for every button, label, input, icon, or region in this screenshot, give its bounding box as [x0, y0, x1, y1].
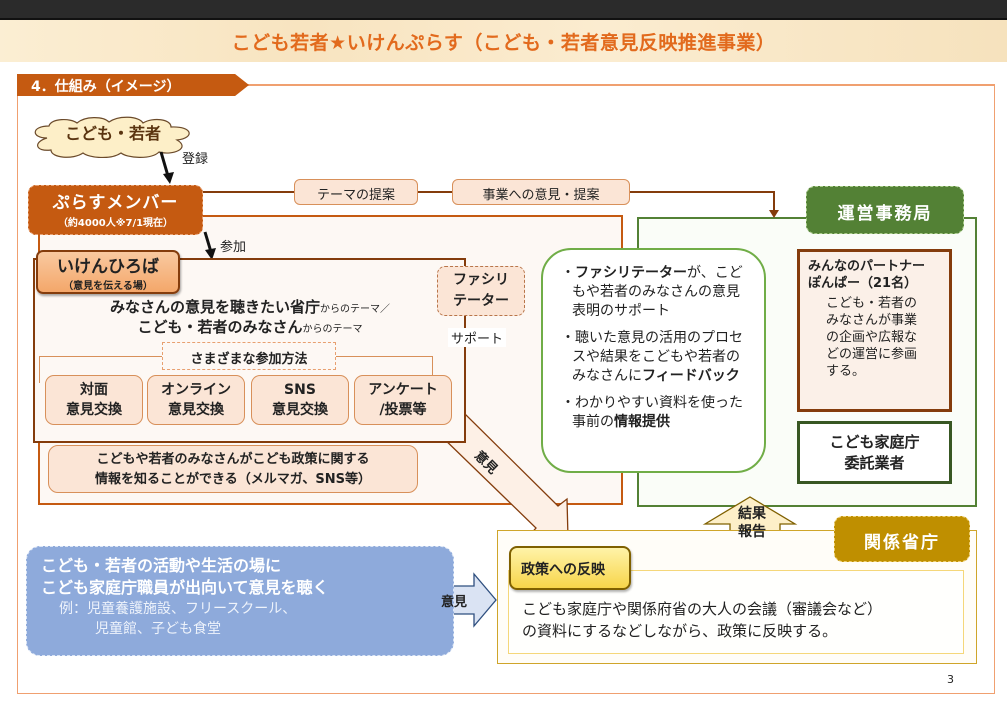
facil-desc-item-1: ・ファシリテーターが、こどもや若者のみなさんの意見表明のサポート: [561, 264, 752, 321]
bullet: ・: [561, 395, 575, 411]
desc-bold: フィードバック: [642, 368, 740, 384]
policy-desc-line1: こども家庭庁や関係府省の大人の会議（審議会など）: [522, 600, 883, 618]
join-label: 参加: [220, 240, 247, 255]
cloud-shape: [27, 116, 197, 158]
policy-desc-line2: の資料にするなどしながら、政策に反映する。: [522, 622, 838, 640]
desc-text: が、こどもや若者のみなさんの意見表明のサポート: [572, 265, 743, 319]
title-band: [0, 20, 1007, 62]
partner-body-line: こども・若者の: [826, 296, 918, 311]
outreach-line1: こども・若者の活動や生活の場に: [41, 556, 282, 575]
theme-line-2-small: からのテーマ: [302, 324, 363, 335]
partner-box: みんなのパートナー ぽんぱー（21名） こども・若者の みなさんが事業 の企画や…: [797, 249, 952, 412]
theme-line-1: みなさんの意見を聴きたい省庁からのテーマ／: [60, 296, 440, 317]
theme-line-2: こども・若者のみなさんからのテーマ: [60, 316, 440, 337]
method-line2: /投票等: [379, 402, 427, 418]
register-label: 登録: [182, 152, 209, 167]
method-line2: 意見交換: [168, 402, 224, 418]
page-title: こども若者★いけんぷらす（こども・若者意見反映推進事業）: [231, 32, 776, 54]
method-line2: 意見交換: [272, 402, 328, 418]
partner-body: こども・若者の みなさんが事業 の企画や広報な どの運営に参画 する。: [808, 295, 945, 380]
hiroba-subtitle: （意見を伝える場）: [63, 281, 153, 292]
info-line2: 情報を知ることができる（メルマガ、SNS等）: [94, 472, 372, 487]
info-box: こどもや若者のみなさんがこども政策に関する 情報を知ることができる（メルマガ、S…: [48, 445, 418, 493]
result-report-line2: 報告: [738, 524, 766, 540]
outreach-example-1: 例：児童養護施設、フリースクール、: [59, 601, 297, 617]
outreach-line2: こども家庭庁職員が出向いて意見を聴く: [41, 578, 329, 597]
method-line2: 意見交換: [66, 402, 122, 418]
result-report-line1: 結果: [738, 506, 766, 522]
facilitator-description: ・ファシリテーターが、こどもや若者のみなさんの意見表明のサポート ・聴いた意見の…: [541, 248, 766, 473]
outreach-arrow-label: 意見: [441, 595, 468, 610]
contractor-line2: 委託業者: [844, 454, 905, 472]
page-number: 3: [947, 673, 954, 686]
top-dark-bar: [0, 0, 1007, 20]
policy-reflection-badge: 政策への反映: [509, 546, 631, 590]
partner-title-1: みんなのパートナー: [808, 259, 926, 274]
theme-line-2-main: こども・若者のみなさん: [137, 318, 303, 336]
bullet: ・: [561, 265, 575, 281]
cloud-label: こども・若者: [64, 124, 161, 143]
ministries-badge: 関係省庁: [834, 516, 970, 562]
methods-title: さまざまな参加方法: [162, 342, 336, 370]
facilitator-line2: テーター: [453, 293, 509, 309]
plus-member-box: ぷらすメンバー （約4000人※7/1現在）: [28, 185, 203, 235]
contractor-box: こども家庭庁 委託業者: [797, 421, 952, 484]
connector-line-down: [773, 191, 775, 213]
method-survey: アンケート /投票等: [354, 375, 452, 425]
info-line1: こどもや若者のみなさんがこども政策に関する: [96, 452, 370, 467]
support-label: サポート: [448, 328, 507, 347]
method-line1: アンケート: [368, 382, 438, 398]
hiroba-badge: いけんひろば （意見を伝える場）: [36, 250, 180, 294]
policy-description: こども家庭庁や関係府省の大人の会議（審議会など） の資料にするなどしながら、政策…: [522, 598, 962, 642]
desc-text: わかりやすい資料を使った事前の: [572, 395, 743, 430]
result-report-label: 結果 報告: [738, 505, 766, 541]
theme-proposal-pill: テーマの提案: [294, 179, 418, 205]
method-online: オンライン 意見交換: [147, 375, 245, 425]
facilitator-box: ファシリ テーター: [437, 266, 525, 316]
section-tab: 4．仕組み（イメージ）: [17, 74, 249, 96]
business-opinion-pill: 事業への意見・提案: [452, 179, 630, 205]
secretariat-badge: 運営事務局: [806, 186, 964, 234]
section-divider: [240, 84, 995, 86]
partner-body-line: する。: [826, 364, 866, 379]
outreach-box: こども・若者の活動や生活の場に こども家庭庁職員が出向いて意見を聴く 例：児童養…: [26, 546, 454, 656]
partner-body-line: の企画や広報な: [826, 330, 918, 345]
hiroba-title: いけんひろば: [57, 257, 159, 277]
partner-title-2: ぽんぱー（21名）: [808, 276, 918, 291]
bullet: ・: [561, 330, 575, 346]
desc-text: 聴いた意見の活用のプロセスや結果をこどもや若者のみなさんに: [572, 330, 743, 384]
method-line1: 対面: [80, 382, 108, 398]
partner-body-line: みなさんが事業: [826, 313, 918, 328]
plus-member-count: （約4000人※7/1現在）: [57, 218, 174, 229]
theme-line-1-main: みなさんの意見を聴きたい省庁: [109, 298, 320, 316]
method-face-to-face: 対面 意見交換: [45, 375, 143, 425]
desc-bold: 情報提供: [614, 414, 670, 430]
facil-desc-item-3: ・わかりやすい資料を使った事前の情報提供: [561, 394, 752, 432]
theme-line-1-small: からのテーマ／: [320, 304, 390, 315]
method-sns: SNS 意見交換: [251, 375, 349, 425]
facil-desc-item-2: ・聴いた意見の活用のプロセスや結果をこどもや若者のみなさんにフィードバック: [561, 329, 752, 386]
desc-bold: ファシリテーター: [575, 265, 687, 281]
outreach-example-2: 児童館、子ども食堂: [95, 621, 221, 637]
contractor-line1: こども家庭庁: [829, 433, 920, 451]
method-line1: オンライン: [161, 382, 231, 398]
partner-body-line: どの運営に参画: [826, 347, 918, 362]
method-line1: SNS: [284, 382, 316, 398]
facilitator-line1: ファシリ: [453, 272, 509, 288]
plus-member-title: ぷらすメンバー: [52, 193, 179, 213]
